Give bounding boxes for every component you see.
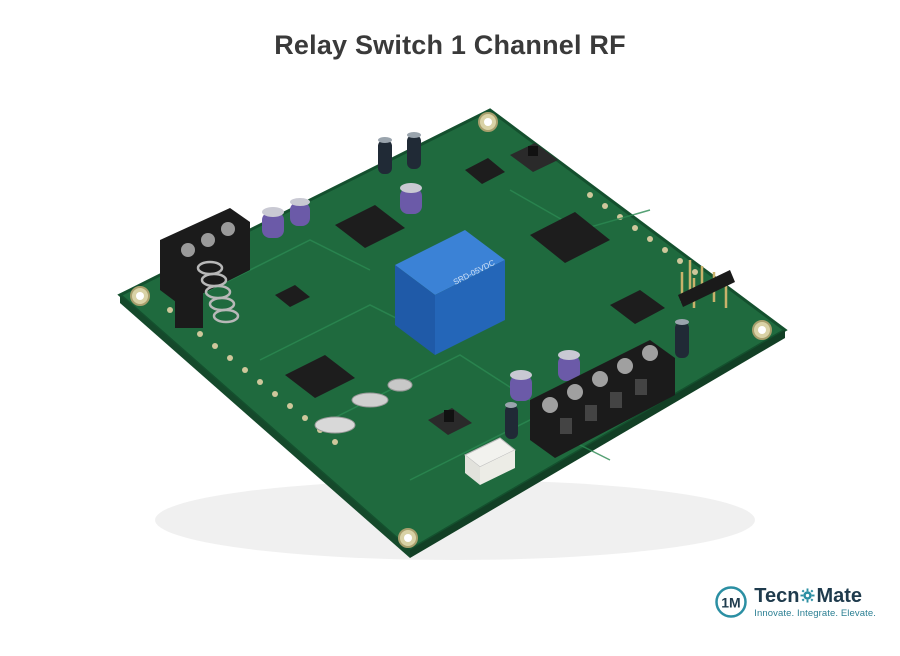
ic-chip-top [335, 205, 405, 248]
capacitors [262, 132, 689, 439]
ic-chip-left [285, 355, 355, 398]
circuit-board-photo: SRD-05VDC [117, 108, 788, 560]
push-button-top [510, 143, 558, 172]
ic-chip-right [530, 212, 610, 263]
ic-chip-small [610, 290, 665, 324]
left-terminal-block [160, 208, 250, 328]
page-title: Relay Switch 1 Channel RF [274, 30, 626, 60]
antenna-coil [196, 260, 240, 324]
gear-icon [800, 588, 815, 603]
tecnomate-logo: 1M Tecn [714, 582, 876, 622]
right-terminal-block [530, 340, 675, 458]
brand-tagline: Innovate. Integrate. Elevate. [754, 607, 876, 619]
svg-text:1M: 1M [722, 595, 741, 611]
brand-name-part2: Mate [816, 584, 863, 607]
white-connector [464, 437, 516, 485]
tecnomate-logo-mark: 1M [715, 586, 748, 618]
push-button-bottom [428, 408, 472, 435]
relay: SRD-05VDC [395, 230, 505, 355]
brand-name-part1: Tecn [754, 584, 800, 607]
